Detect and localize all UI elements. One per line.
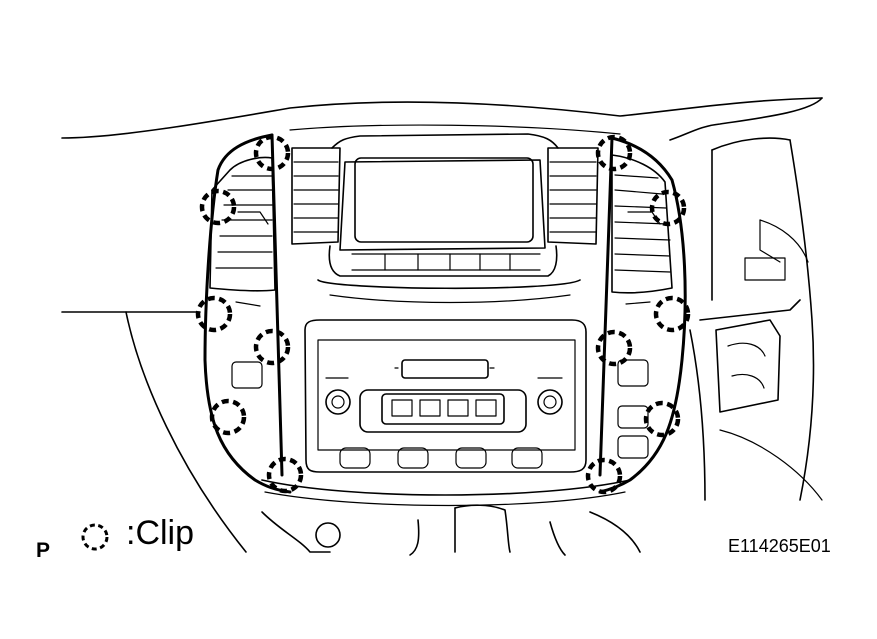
side-switches (231, 301, 651, 459)
inner-vents (291, 147, 599, 245)
left-air-vent (209, 156, 276, 292)
center-bezel (203, 133, 687, 507)
clip-marker (595, 329, 633, 367)
clip-marker (653, 295, 691, 333)
clip-marker (195, 295, 233, 333)
clip-marker (199, 188, 237, 226)
clip-marker (266, 456, 304, 494)
view-letter: P (36, 539, 51, 562)
audio-unit (304, 319, 587, 473)
clip-marker (595, 134, 633, 172)
dashboard-outline (61, 97, 823, 553)
dashed-circle-clip-icon (81, 523, 109, 551)
clip-marker (253, 134, 291, 172)
clip-marker (209, 398, 247, 436)
clip-marker (585, 457, 623, 495)
lower-console (261, 504, 641, 556)
clip-marker (253, 328, 291, 366)
clip-marker (643, 400, 681, 438)
right-air-vent (611, 154, 673, 294)
right-dash-area (689, 137, 823, 501)
clip-marker (649, 189, 687, 227)
figure-code: E114265E01 (728, 536, 831, 556)
clip-markers (195, 134, 691, 495)
navigation-display (317, 133, 581, 304)
legend-clip-label: :Clip (126, 514, 195, 552)
